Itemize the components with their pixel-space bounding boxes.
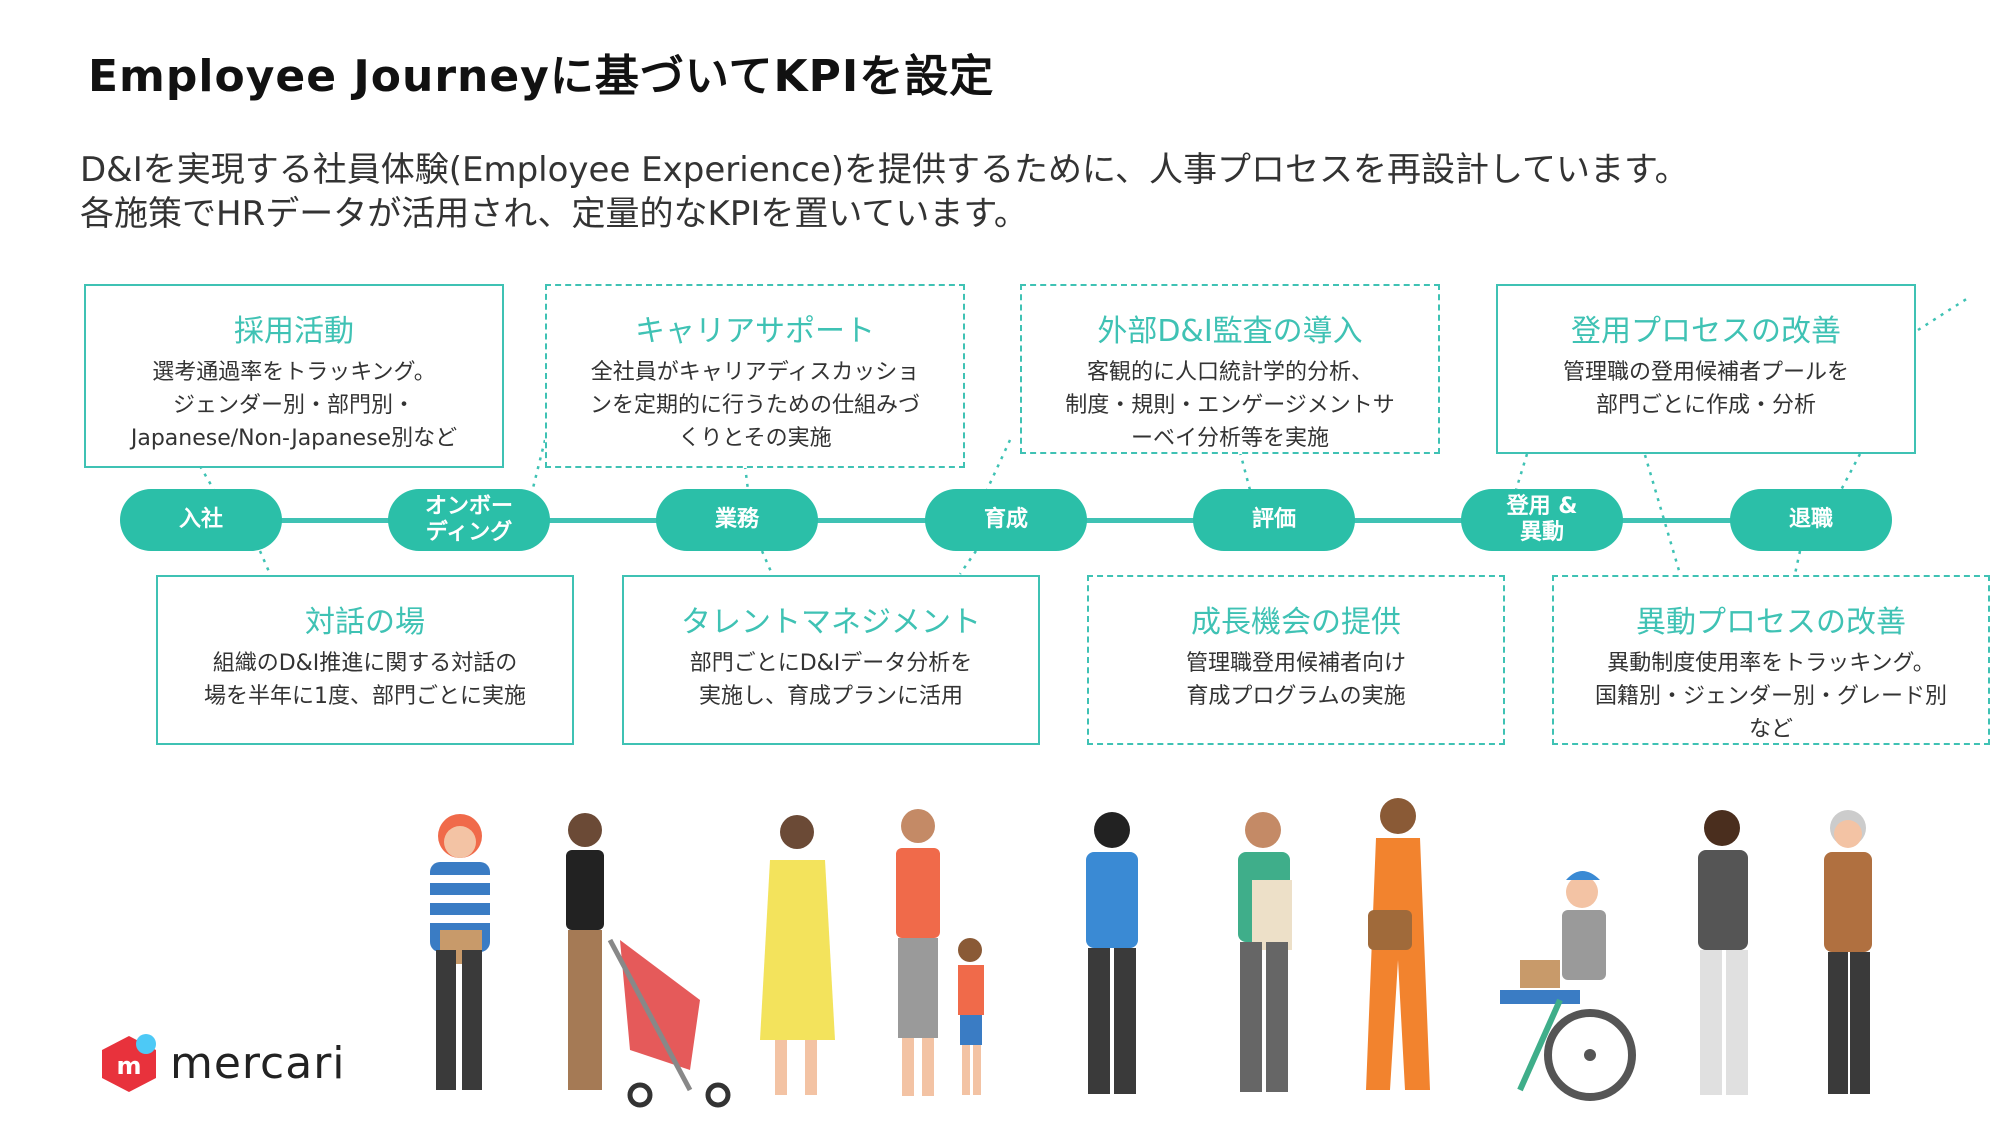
page-title: Employee Journeyに基づいてKPIを設定 <box>88 51 995 102</box>
subtitle-line-1: D&Iを実現する社員体験(Employee Experience)を提供するため… <box>80 150 1689 190</box>
box-title: 登用プロセスの改善 <box>1571 314 1841 349</box>
person-orange-jumpsuit-illustration <box>1366 798 1430 1090</box>
box-growth-opportunity: 成長機会の提供 管理職登用候補者向け 育成プログラムの実施 <box>1087 575 1505 745</box>
box-title: 外部D&I監査の導入 <box>1097 314 1363 349</box>
person-wheelchair-illustration <box>1500 871 1636 1101</box>
stage-label: 評価 <box>1251 507 1296 532</box>
box-text: 管理職の登用候補者プールを 部門ごとに作成・分析 <box>1562 360 1849 418</box>
box-text: 異動制度使用率をトラッキング。 国籍別・ジェンダー別・グレード別 など <box>1594 651 1947 742</box>
box-title: 成長機会の提供 <box>1191 605 1401 640</box>
stage-label: 育成 <box>983 507 1028 532</box>
box-text: 客観的に人口統計学的分析、 制度・規則・エンゲージメントサ ーベイ分析等を実施 <box>1065 360 1395 451</box>
box-dialogue: 対話の場 組織のD&I推進に関する対話の 場を半年に1度、部門ごとに実施 <box>156 575 574 745</box>
box-text: 管理職登用候補者向け 育成プログラムの実施 <box>1185 651 1406 709</box>
stage-work: 業務 <box>656 489 818 551</box>
mercari-logo-icon: m <box>102 1034 156 1092</box>
box-title: 異動プロセスの改善 <box>1636 605 1906 640</box>
box-text: 組織のD&I推進に関する対話の 場を半年に1度、部門ごとに実施 <box>204 651 526 709</box>
person-yellow-dress-illustration <box>760 815 835 1095</box>
subtitle-line-2: 各施策でHRデータが活用され、定量的なKPIを置いています。 <box>80 194 1028 234</box>
box-title: 対話の場 <box>305 605 425 640</box>
mercari-logo: m mercari <box>96 1028 346 1098</box>
logo-text: mercari <box>170 1037 346 1089</box>
stage-label: オンボー ディング <box>424 494 513 545</box>
box-title: キャリアサポート <box>635 314 875 349</box>
stage-label: 退職 <box>1788 507 1833 532</box>
stage-label: 入社 <box>178 507 223 532</box>
box-recruiting: 採用活動 選考通過率をトラッキング。 ジェンダー別・部門別・ Japanese/… <box>84 284 504 468</box>
box-external-audit: 外部D&I監査の導入 客観的に人口統計学的分析、 制度・規則・エンゲージメントサ… <box>1020 284 1440 454</box>
stage-evaluation: 評価 <box>1193 489 1355 551</box>
person-blue-shirt-illustration <box>1086 812 1138 1094</box>
box-text: 選考通過率をトラッキング。 ジェンダー別・部門別・ Japanese/Non-J… <box>130 360 458 451</box>
box-text: 全社員がキャリアディスカッショ ンを定期的に行うための仕組みづ くりとその実施 <box>589 360 920 451</box>
box-transfer-process: 異動プロセスの改善 異動制度使用率をトラッキング。 国籍別・ジェンダー別・グレー… <box>1552 575 1990 745</box>
person-with-child-illustration <box>896 809 984 1096</box>
person-grey-jacket-illustration <box>1698 810 1748 1095</box>
stage-onboarding: オンボー ディング <box>388 489 550 551</box>
person-with-stroller-illustration <box>566 813 731 1108</box>
box-promotion-process: 登用プロセスの改善 管理職の登用候補者プールを 部門ごとに作成・分析 <box>1496 284 1916 454</box>
box-text: 部門ごとにD&Iデータ分析を 実施し、育成プランに活用 <box>689 651 973 709</box>
person-striped-shirt-illustration <box>430 814 490 1090</box>
box-title: 採用活動 <box>234 314 354 349</box>
stage-resignation: 退職 <box>1730 489 1892 551</box>
box-title: タレントマネジメント <box>681 605 981 640</box>
stage-promotion-transfer: 登用 & 異動 <box>1461 489 1623 551</box>
person-green-top-illustration <box>1238 812 1292 1092</box>
box-talent-management: タレントマネジメント 部門ごとにD&Iデータ分析を 実施し、育成プランに活用 <box>622 575 1040 745</box>
person-elderly-illustration <box>1824 810 1872 1094</box>
stage-label: 登用 & 異動 <box>1506 494 1578 545</box>
stage-label: 業務 <box>714 507 759 532</box>
stage-development: 育成 <box>925 489 1087 551</box>
stage-joining: 入社 <box>120 489 282 551</box>
logo-mark-letter: m <box>116 1052 141 1080</box>
page-subtitle: D&Iを実現する社員体験(Employee Experience)を提供するため… <box>80 148 1960 236</box>
box-career-support: キャリアサポート 全社員がキャリアディスカッショ ンを定期的に行うための仕組みづ… <box>545 284 965 468</box>
